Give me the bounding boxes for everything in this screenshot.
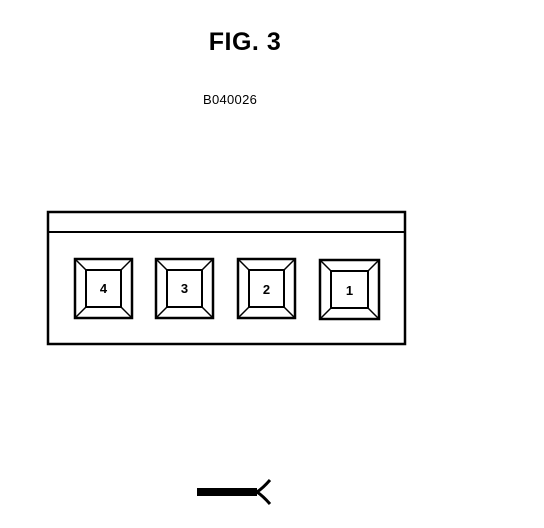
panel-button-1[interactable]: 1 bbox=[318, 258, 381, 321]
panel-button-4[interactable]: 4 bbox=[73, 257, 134, 320]
button-label: 3 bbox=[181, 281, 188, 296]
button-label: 2 bbox=[263, 282, 270, 297]
button-label: 4 bbox=[100, 281, 108, 296]
figure-code: B040026 bbox=[203, 92, 258, 107]
figure-title: FIG. 3 bbox=[208, 28, 282, 56]
wire-connector-icon bbox=[197, 479, 272, 505]
button-label: 1 bbox=[346, 283, 353, 298]
switch-panel bbox=[46, 210, 407, 346]
panel-button-2[interactable]: 2 bbox=[236, 257, 297, 320]
panel-button-3[interactable]: 3 bbox=[154, 257, 215, 320]
panel-outline bbox=[46, 210, 407, 346]
